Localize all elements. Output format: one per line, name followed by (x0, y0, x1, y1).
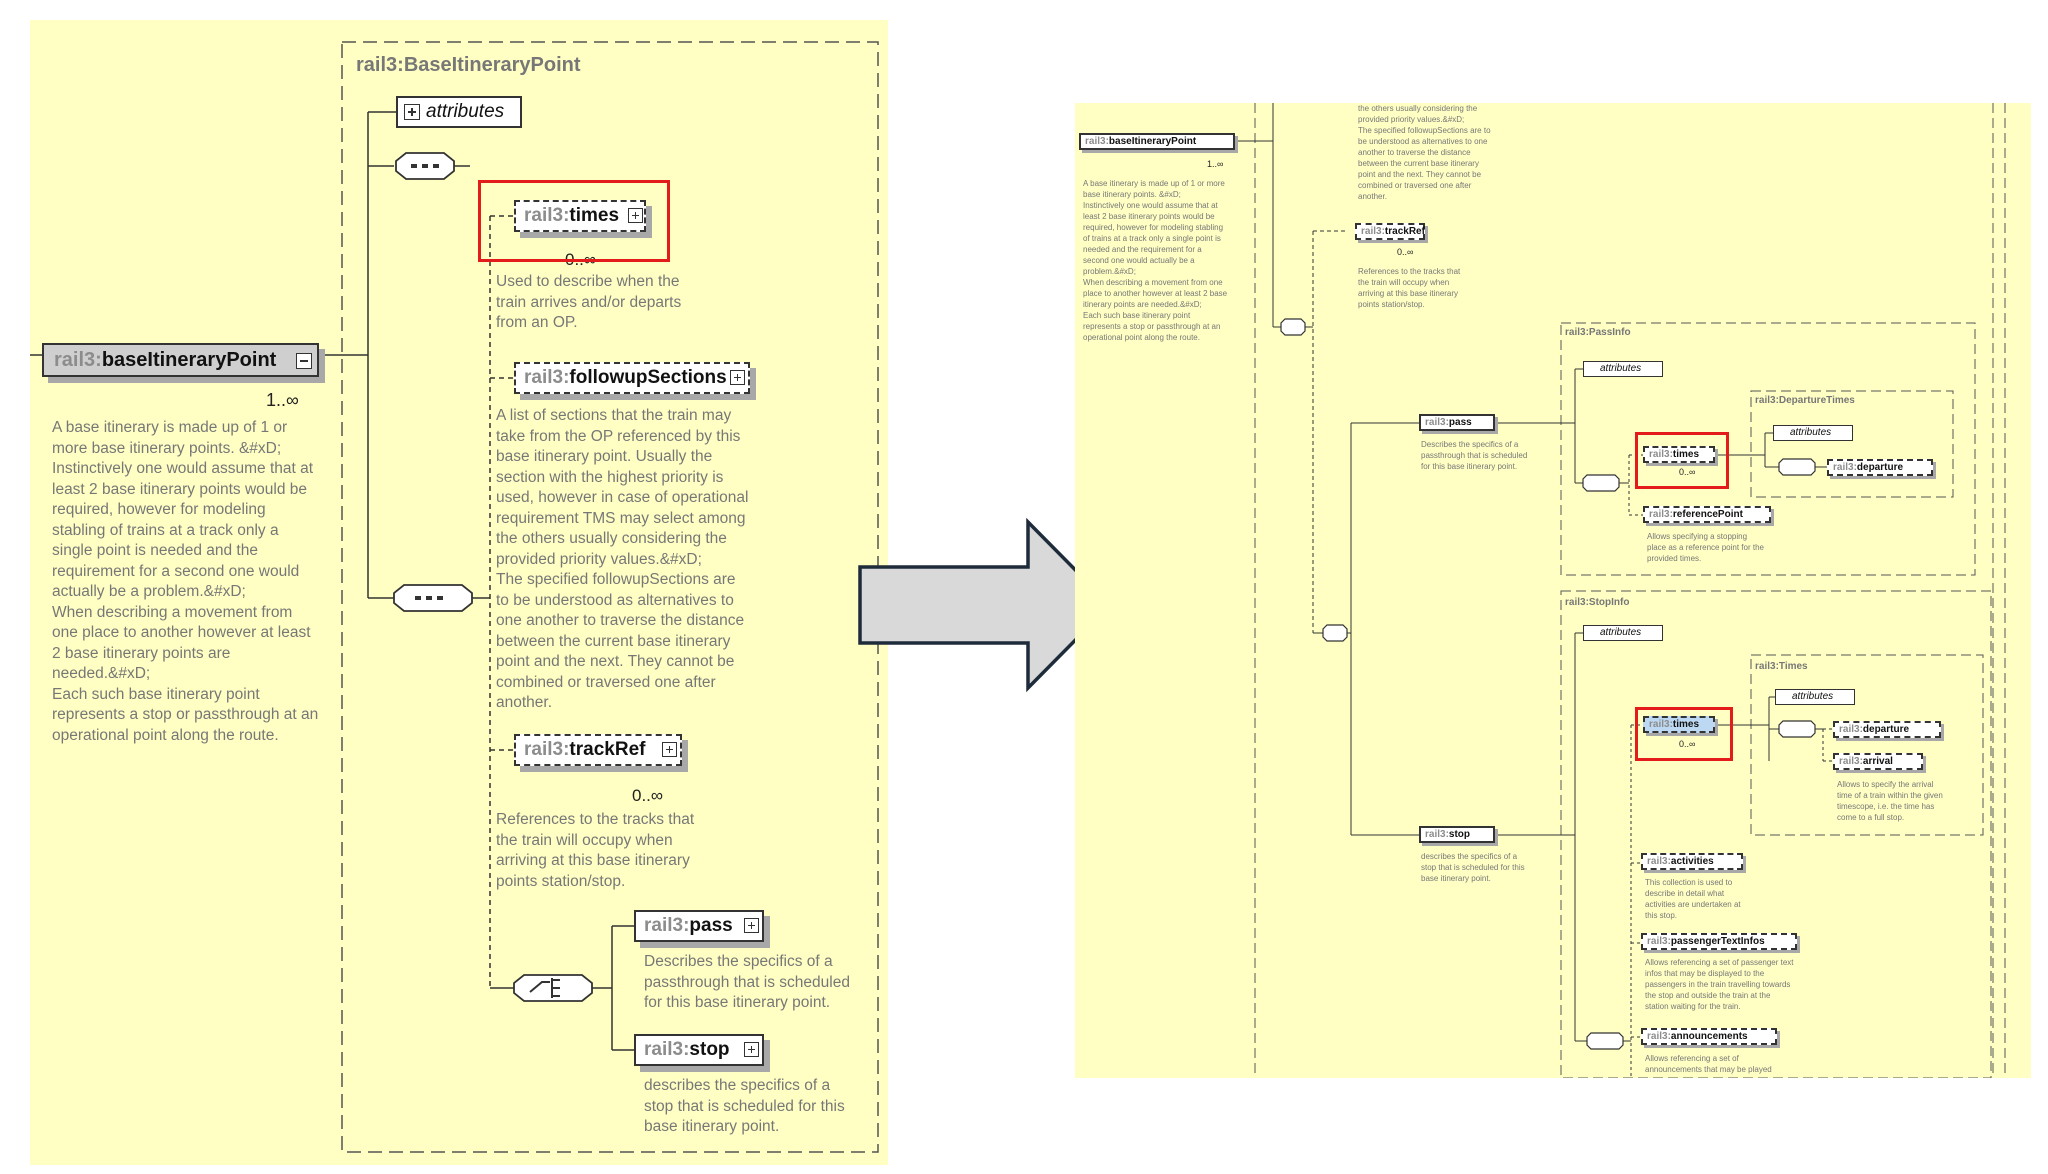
expand-icon[interactable] (744, 918, 759, 933)
root-element-label: rail3:baseItineraryPoint (1085, 136, 1197, 147)
attributes-label: attributes (1792, 691, 1834, 702)
passinfo-group-title: rail3:PassInfo (1565, 327, 1631, 338)
passengertextinfos-description: Allows referencing a set of passenger te… (1645, 958, 1794, 1011)
activities-element-label: rail3:activities (1647, 856, 1714, 867)
collapse-icon[interactable] (296, 353, 312, 369)
stopinfo-attributes-box[interactable]: attributes (1583, 625, 1663, 641)
pass-element-box[interactable]: rail3:pass (634, 910, 764, 942)
times-description: Used to describe when the train arrives … (496, 273, 682, 331)
trackref-element-label: rail3:trackRef (524, 739, 646, 760)
expand-icon[interactable] (404, 104, 420, 120)
announcements-element-label: rail3:announcements (1647, 1031, 1748, 1042)
stop-element-box[interactable]: rail3:stop (1419, 826, 1495, 843)
followupsections-element-box[interactable]: rail3:followupSections (514, 362, 750, 394)
attributes-label: attributes (1600, 627, 1642, 638)
departure-element-box[interactable]: rail3:departure (1827, 459, 1933, 476)
right-diagram-panel: the others usually considering the provi… (1075, 103, 2031, 1078)
referencepoint-element-box[interactable]: rail3:referencePoint (1643, 506, 1771, 523)
trackref-occurrence: 0..∞ (632, 786, 664, 805)
highlight-box (478, 180, 670, 262)
root-description: A base itinerary is made up of 1 or more… (1083, 179, 1228, 342)
stop-description: describes the specifics of a stop that i… (1421, 852, 1525, 883)
root-occurrence: 1..∞ (1207, 159, 1224, 169)
pass-element-label: rail3:pass (644, 915, 733, 936)
pass-times-element-label: rail3:times (1649, 449, 1700, 460)
root-occurrence: 1..∞ (266, 390, 299, 410)
announcements-element-box[interactable]: rail3:announcements (1641, 1028, 1777, 1045)
left-diagram-panel: rail3:BaseItineraryPoint rail3:baseItine… (30, 20, 888, 1165)
right-connector-lines (1235, 103, 2006, 1078)
expand-icon[interactable] (730, 370, 745, 385)
trackref-description: References to the tracks that the train … (496, 811, 695, 890)
stop-times-occurrence: 0..∞ (1679, 739, 1696, 749)
stop-description: describes the specifics of a stop that i… (644, 1077, 845, 1135)
arrival-description: Allows to specify the arrival time of a … (1837, 780, 1943, 822)
followupsections-description-tail: the others usually considering the provi… (1358, 104, 1491, 201)
followupsections-description: A list of sections that the train may ta… (496, 407, 749, 711)
attributes-label: attributes (1600, 363, 1642, 374)
trackref-element-label: rail3:trackRef (1361, 226, 1425, 237)
times-group-title: rail3:Times (1755, 661, 1808, 672)
root-element-box[interactable]: rail3:baseItineraryPoint (1079, 133, 1235, 150)
left-connector-lines (30, 41, 879, 1153)
stop-element-box[interactable]: rail3:stop (634, 1034, 764, 1066)
root-description: A base itinerary is made up of 1 or more… (52, 419, 319, 744)
stop-times-element-box[interactable]: rail3:times (1643, 716, 1715, 733)
stop-times-element-label: rail3:times (1649, 719, 1700, 730)
root-element-label: rail3:baseItineraryPoint (54, 349, 277, 371)
attributes-box[interactable]: attributes (396, 96, 522, 128)
stop-element-label: rail3:stop (644, 1039, 730, 1060)
highlight-box (1635, 707, 1733, 761)
stop-element-label: rail3:stop (1425, 829, 1471, 840)
attributes-label: attributes (1790, 427, 1832, 438)
times-element-label: rail3:times (524, 205, 620, 226)
departuretimes-attributes-box[interactable]: attributes (1773, 425, 1853, 441)
trackref-occurrence: 0..∞ (1397, 247, 1414, 257)
pass-times-occurrence: 0..∞ (1679, 467, 1696, 477)
referencepoint-element-label: rail3:referencePoint (1649, 509, 1743, 520)
expand-icon[interactable] (628, 208, 643, 223)
trackref-element-box[interactable]: rail3:trackRef (514, 734, 682, 766)
passengertextinfos-element-box[interactable]: rail3:passengerTextInfos (1641, 933, 1797, 950)
followupsections-element-label: rail3:followupSections (524, 367, 727, 388)
times-attributes-box[interactable]: attributes (1775, 689, 1855, 705)
arrival-element-label: rail3:arrival (1839, 756, 1893, 767)
pass-element-label: rail3:pass (1425, 417, 1472, 428)
departure-element-label: rail3:departure (1833, 462, 1904, 473)
pass-element-box[interactable]: rail3:pass (1419, 414, 1495, 431)
pass-times-element-box[interactable]: rail3:times (1643, 446, 1715, 463)
pass-description: Describes the specifics of a passthrough… (644, 953, 850, 1011)
root-element-box[interactable]: rail3:baseItineraryPoint (42, 343, 319, 377)
stopinfo-group-title: rail3:StopInfo (1565, 597, 1630, 608)
passinfo-attributes-box[interactable]: attributes (1583, 361, 1663, 377)
times-element-box[interactable]: rail3:times (514, 200, 646, 232)
highlight-box (1635, 432, 1729, 489)
pass-description: Describes the specifics of a passthrough… (1421, 440, 1528, 471)
activities-description: This collection is used to describe in d… (1645, 878, 1741, 920)
trackref-element-box[interactable]: rail3:trackRef (1355, 223, 1425, 240)
passengertextinfos-element-label: rail3:passengerTextInfos (1647, 936, 1765, 947)
departuretimes-group-title: rail3:DepartureTimes (1755, 395, 1855, 406)
expand-icon[interactable] (744, 1042, 759, 1057)
stop-departure-element-label: rail3:departure (1839, 724, 1910, 735)
expand-icon[interactable] (662, 742, 677, 757)
trackref-description: References to the tracks that the train … (1358, 267, 1461, 309)
arrival-element-box[interactable]: rail3:arrival (1833, 753, 1923, 770)
group-title: rail3:BaseItineraryPoint (356, 54, 581, 76)
attributes-label: attributes (426, 101, 505, 122)
activities-element-box[interactable]: rail3:activities (1641, 853, 1743, 870)
referencepoint-description: Allows specifying a stopping place as a … (1647, 532, 1764, 563)
stop-departure-element-box[interactable]: rail3:departure (1833, 721, 1941, 738)
announcements-description: Allows referencing a set of announcement… (1645, 1054, 1772, 1074)
